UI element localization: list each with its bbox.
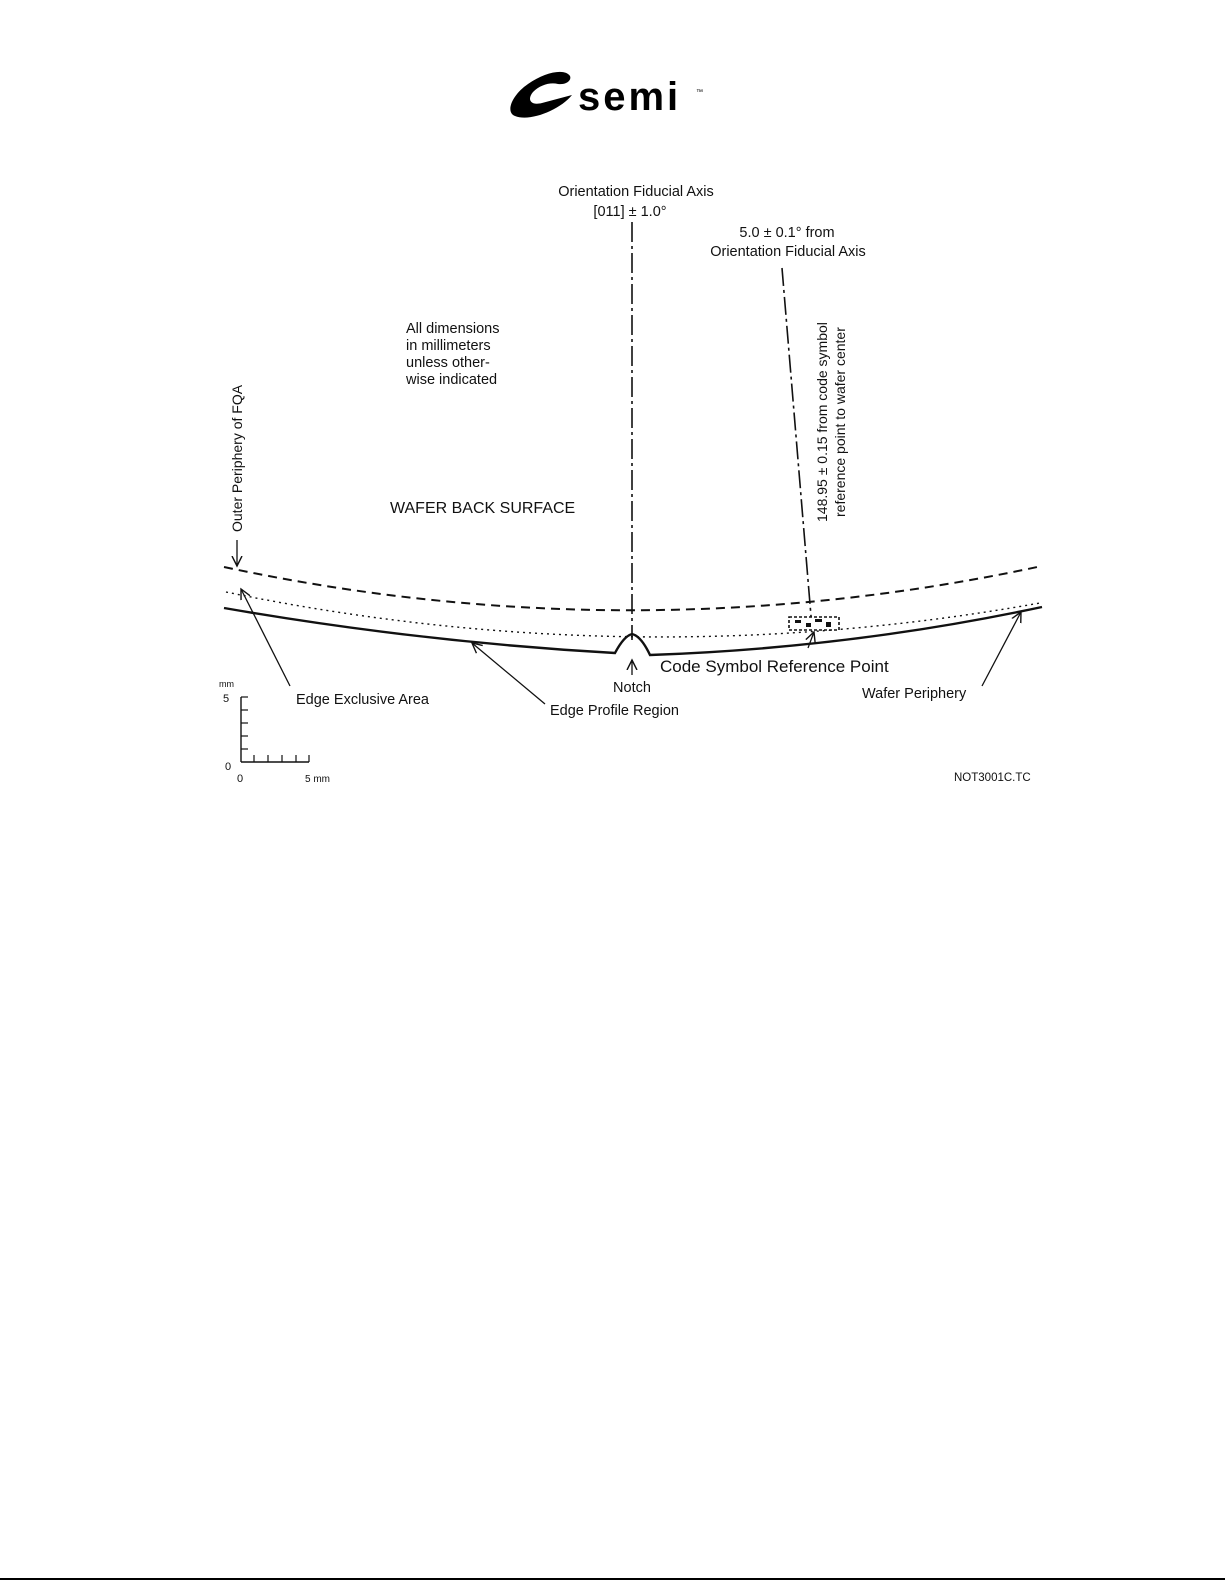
code-symbol-reference-label: Code Symbol Reference Point bbox=[660, 657, 889, 676]
scale-x-zero: 0 bbox=[237, 773, 243, 785]
edge-exclusive-area-label: Edge Exclusive Area bbox=[296, 692, 430, 708]
edge-profile-region-arrow bbox=[472, 643, 546, 705]
scale-x-max: 5 mm bbox=[305, 774, 330, 785]
scale-bar bbox=[240, 696, 310, 763]
radius-label-line1: 148.95 ± 0.15 from code symbol bbox=[814, 322, 830, 522]
figure-id: NOT3001C.TC bbox=[954, 772, 1031, 784]
dimensions-note-line2: in millimeters bbox=[406, 338, 491, 354]
angle-label-line2: Orientation Fiducial Axis bbox=[710, 244, 866, 260]
notch-label: Notch bbox=[613, 680, 651, 696]
fqa-outer-periphery-curve bbox=[223, 565, 1043, 612]
radius-label-line2: reference point to wafer center bbox=[832, 327, 848, 517]
semi-wordmark: semi bbox=[578, 75, 681, 119]
orientation-axis-title: Orientation Fiducial Axis bbox=[558, 184, 714, 200]
trademark-mark: ™ bbox=[696, 89, 703, 96]
dimensions-note-line4: wise indicated bbox=[405, 372, 497, 388]
page-bottom-rule bbox=[0, 1578, 1225, 1580]
wafer-periphery-arrow bbox=[981, 612, 1021, 687]
scale-y-max: 5 bbox=[223, 693, 229, 705]
code-symbol-radius-line bbox=[781, 267, 813, 629]
scale-y-zero: 0 bbox=[225, 761, 231, 773]
semi-logo-swoosh bbox=[510, 71, 572, 118]
wafer-periphery-curve bbox=[223, 605, 1043, 657]
orientation-axis-value: [011] ± 1.0° bbox=[593, 204, 666, 220]
angle-label-line1: 5.0 ± 0.1° from bbox=[739, 225, 834, 241]
dimensions-note-line1: All dimensions bbox=[406, 321, 500, 337]
edge-exclusive-area-arrow bbox=[241, 589, 291, 687]
code-symbol-reference-arrow bbox=[808, 632, 814, 649]
outer-periphery-label: Outer Periphery of FQA bbox=[229, 384, 245, 532]
scale-unit-top: mm bbox=[219, 679, 234, 689]
edge-exclusive-dotted-curve bbox=[225, 591, 1041, 638]
wafer-back-surface-label: WAFER BACK SURFACE bbox=[390, 500, 575, 517]
dimensions-note-line3: unless other- bbox=[406, 355, 490, 371]
wafer-periphery-label: Wafer Periphery bbox=[862, 686, 967, 702]
semi-logo: semi ™ bbox=[510, 71, 703, 119]
edge-profile-region-label: Edge Profile Region bbox=[550, 703, 679, 719]
code-symbol-mark bbox=[788, 616, 840, 631]
